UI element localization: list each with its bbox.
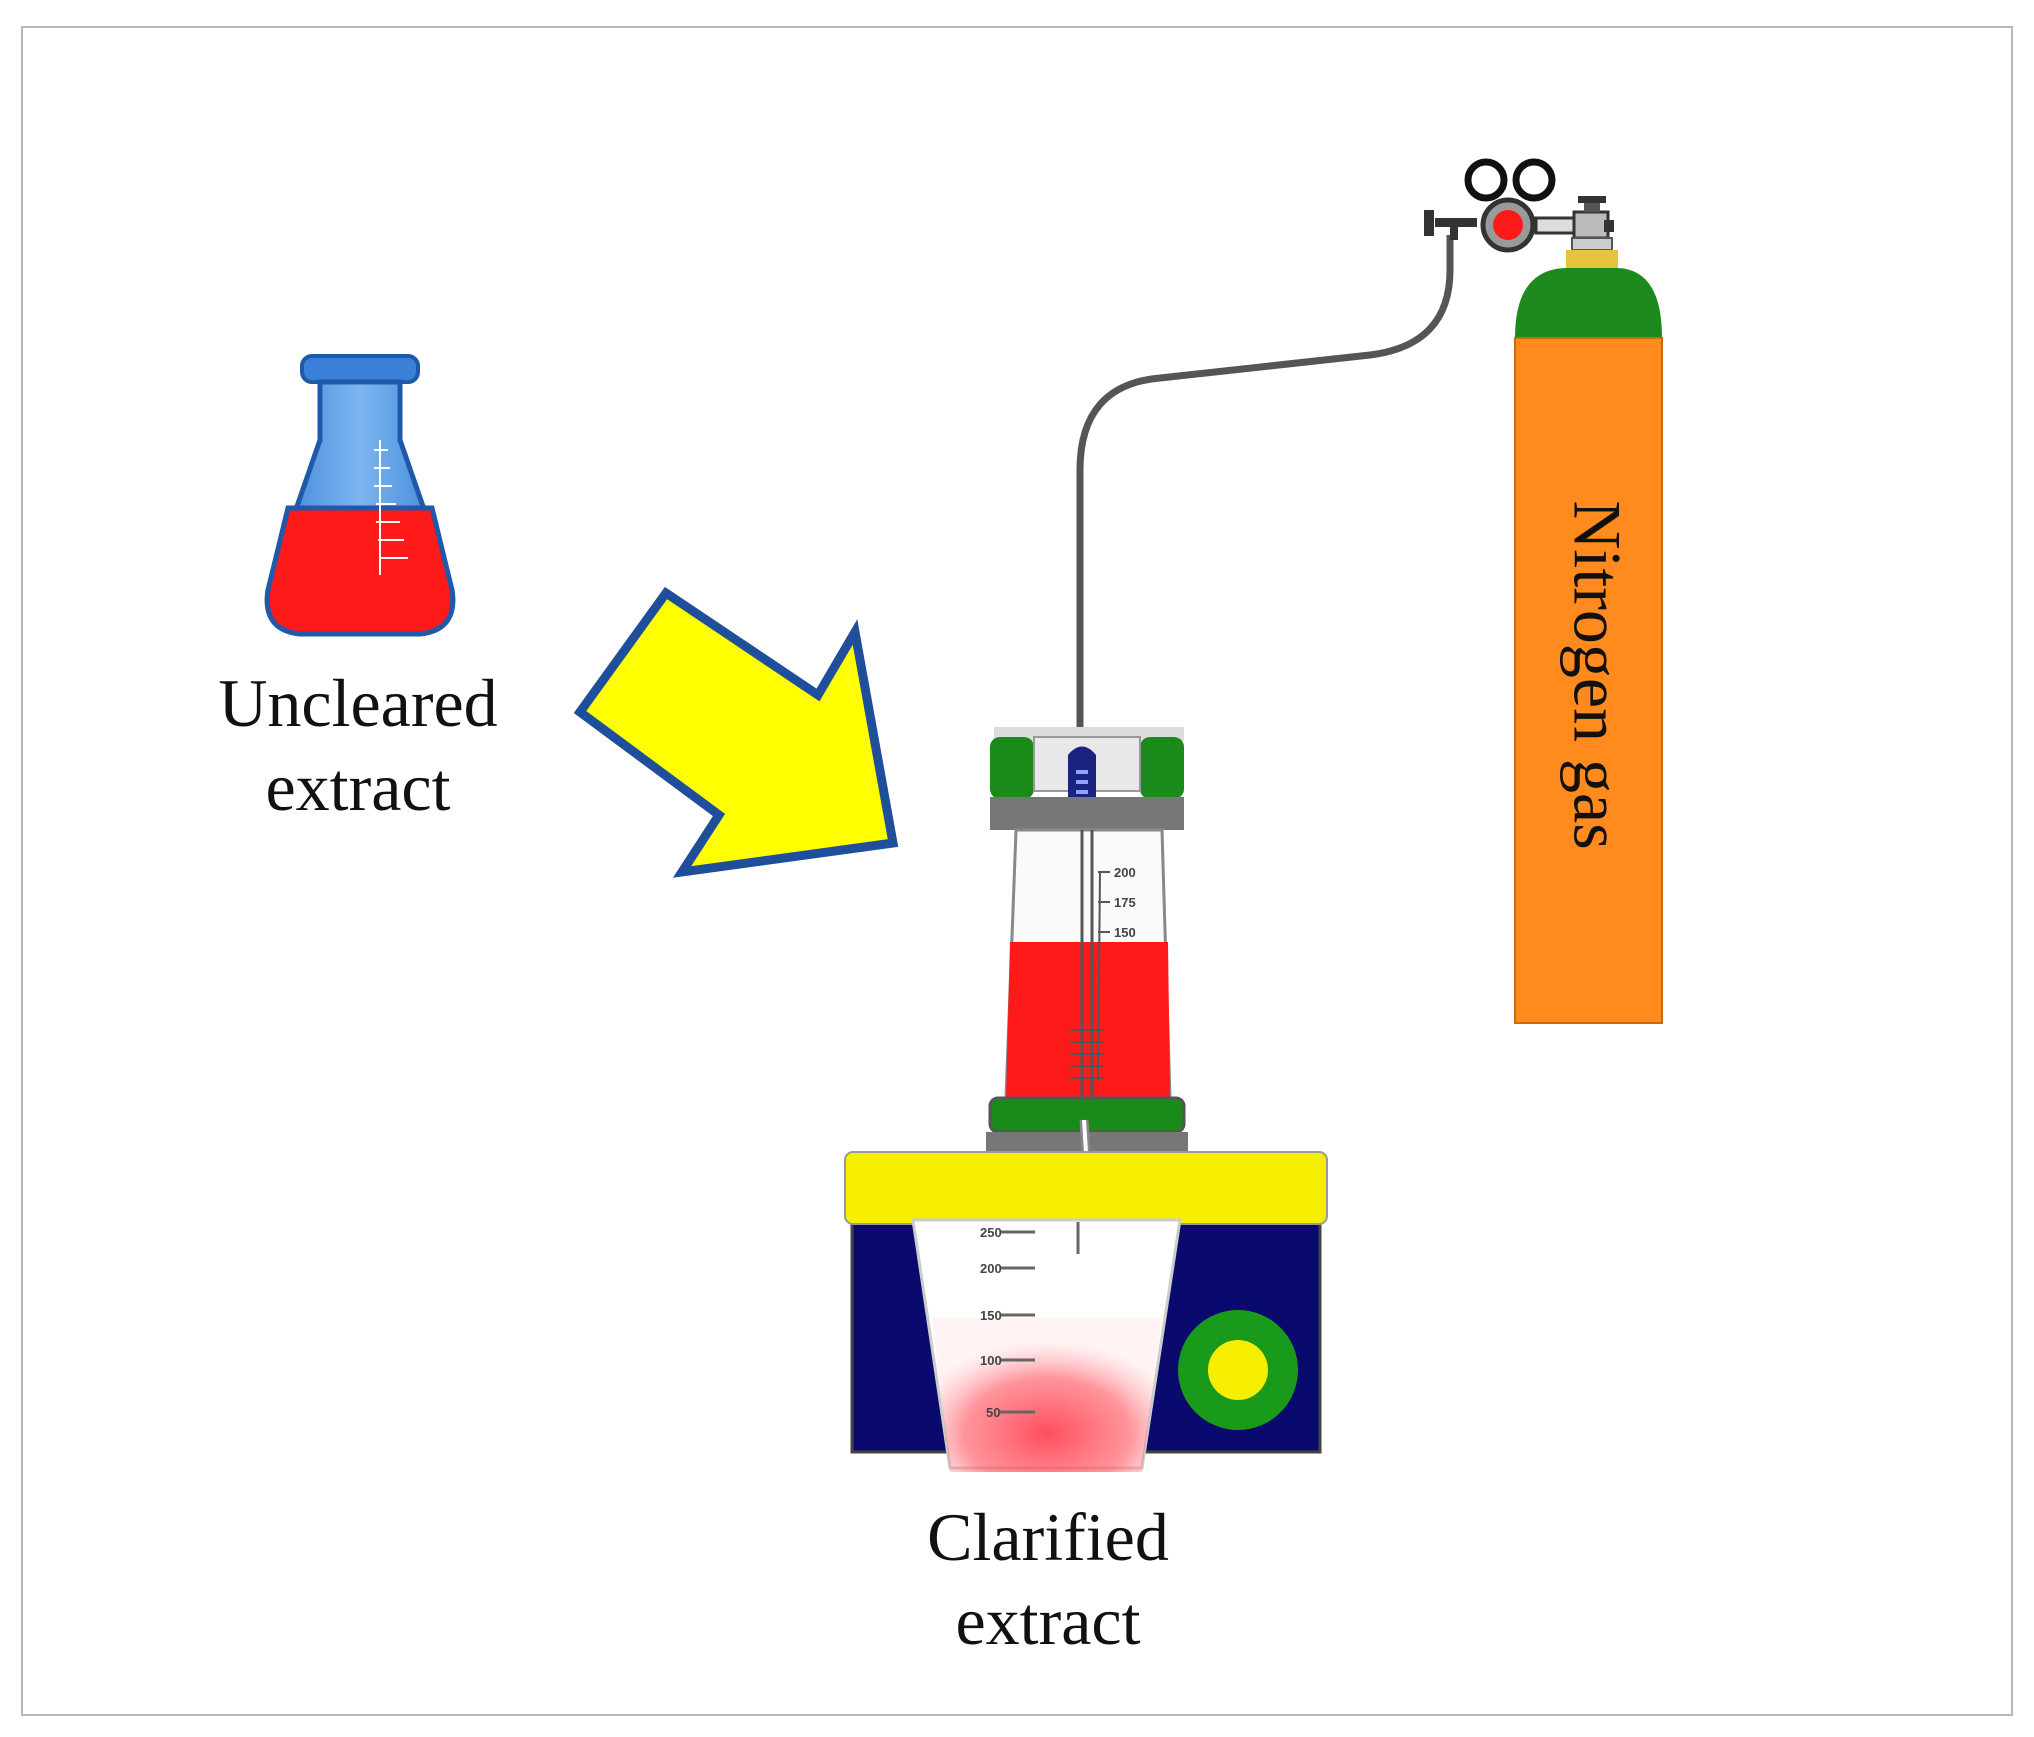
stirred-cell-filter-icon: 200 175 150 <box>986 727 1188 1251</box>
erlenmeyer-flask-icon <box>264 354 456 637</box>
gas-hose <box>1076 235 1454 745</box>
flow-arrow-icon <box>573 586 899 878</box>
chamber-scale-2: 150 <box>1114 925 1136 940</box>
beaker-scale-0: 250 <box>980 1225 1002 1240</box>
nitrogen-gas-label: Nitrogen gas <box>1559 500 1635 849</box>
clarified-label-line2: extract <box>956 1583 1141 1659</box>
clarified-extract-liquid <box>932 1318 1162 1472</box>
chamber-extract-liquid <box>1006 942 1170 1098</box>
beaker-scale-4: 50 <box>986 1405 1000 1420</box>
beaker-scale-2: 150 <box>980 1308 1002 1323</box>
uncleared-extract-liquid <box>264 505 456 637</box>
beaker-scale-1: 200 <box>980 1261 1002 1276</box>
collection-beaker-icon: 250 200 150 100 50 <box>911 1218 1182 1472</box>
clarified-label-line1: Clarified <box>927 1499 1169 1575</box>
chamber-scale-0: 200 <box>1114 865 1136 880</box>
uncleared-label-line1: Uncleared <box>218 665 497 741</box>
pressure-regulator-icon <box>1424 158 1614 253</box>
chamber-scale-1: 175 <box>1114 895 1136 910</box>
stirrer-knob-icon <box>1208 1340 1268 1400</box>
gas-cylinder-icon <box>1514 237 1663 1024</box>
stirrer-plate <box>844 1151 1328 1225</box>
uncleared-label-line2: extract <box>266 749 451 825</box>
beaker-scale-3: 100 <box>980 1353 1002 1368</box>
